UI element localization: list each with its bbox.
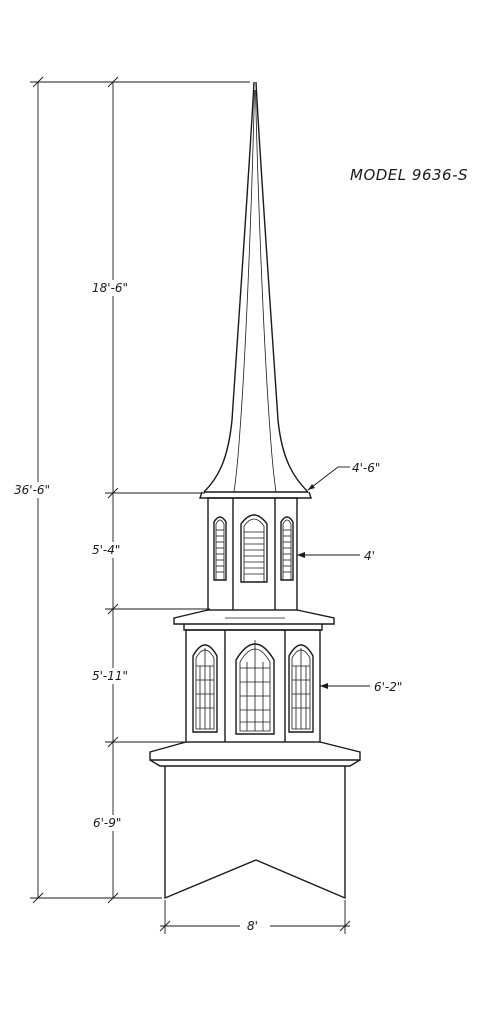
callout-spire-width — [307, 466, 350, 491]
callout-lantern-width — [320, 683, 370, 689]
spire — [203, 81, 309, 493]
base-width-label: 8' — [247, 919, 258, 933]
spire-base-width-label: 4'-6" — [352, 461, 380, 475]
belfry-width-label: 4' — [364, 549, 375, 563]
model-label: MODEL 9636-S — [350, 166, 468, 184]
lantern — [173, 609, 335, 743]
lantern-height-label: 5'-11" — [92, 669, 128, 683]
base-height-label: 6'-9" — [93, 816, 121, 830]
lantern-width-label: 6'-2" — [374, 680, 402, 694]
belfry — [199, 491, 312, 611]
overall-height-label: 36'-6" — [14, 483, 50, 497]
spire-height-label: 18'-6" — [92, 281, 128, 295]
callout-belfry-width — [297, 552, 360, 558]
belfry-height-label: 5'-4" — [92, 543, 120, 557]
dimension-section-heights — [105, 76, 210, 904]
base — [149, 741, 361, 900]
